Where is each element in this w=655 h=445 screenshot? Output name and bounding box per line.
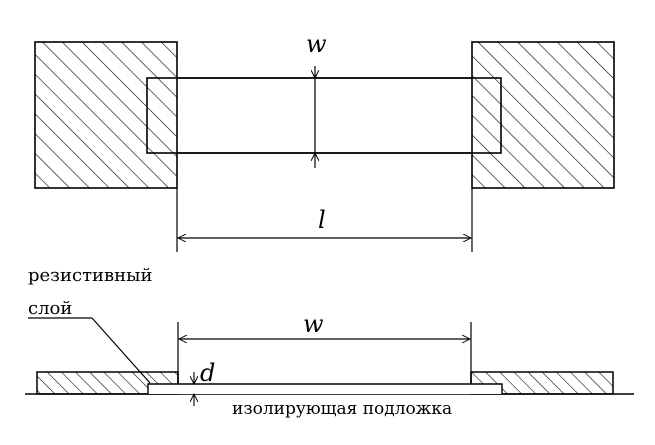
left-contact-pad	[34, 41, 178, 189]
top-view: w l	[34, 30, 615, 252]
right-contact-pad	[471, 41, 615, 189]
resistive-layer-label-line2: слой	[28, 298, 72, 319]
length-label: l	[318, 206, 326, 234]
substrate-label: изолирующая подложка	[232, 399, 452, 419]
cross-section: резистивный слой w d изолирующая подложк…	[25, 265, 634, 419]
width-label-bottom: w	[303, 310, 324, 338]
resistive-layer-label-line1: резистивный	[28, 265, 152, 286]
thickness-label: d	[200, 359, 215, 387]
resistive-film-section	[147, 383, 503, 394]
width-label-top: w	[306, 30, 327, 58]
